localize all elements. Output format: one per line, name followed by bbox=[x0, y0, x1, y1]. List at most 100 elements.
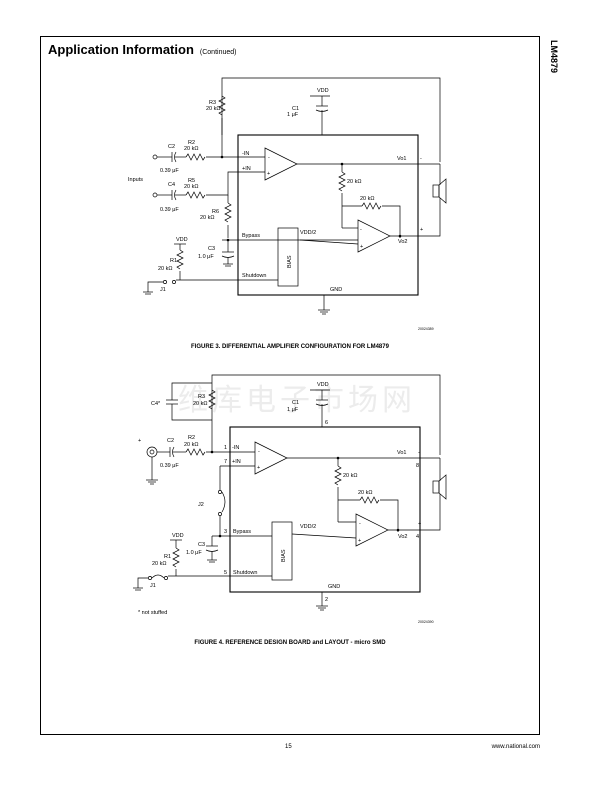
pin5-label: 5 bbox=[224, 570, 227, 576]
vo1-minus: - bbox=[420, 156, 422, 162]
r3-value: 20 kΩ bbox=[193, 401, 208, 407]
schematic-wire bbox=[221, 77, 441, 162]
bypass-label: Bypass bbox=[233, 529, 251, 535]
r6-value: 20 kΩ bbox=[200, 215, 215, 221]
feedback-resistor-2 bbox=[361, 202, 382, 210]
pin3-label: 3 bbox=[224, 529, 227, 535]
r2-resistor bbox=[185, 448, 206, 456]
c4-value: 0.39 μF bbox=[160, 207, 179, 213]
schematic-wire bbox=[171, 382, 212, 400]
r3-resistor bbox=[218, 95, 226, 116]
schematic-wire bbox=[149, 449, 155, 455]
r1-vdd-label: VDD bbox=[176, 237, 188, 243]
vdd-label: VDD bbox=[317, 382, 329, 388]
vdd2-label: VDD/2 bbox=[300, 230, 316, 236]
r2-label: R2 bbox=[188, 435, 195, 441]
r6-resistor bbox=[224, 202, 232, 223]
j1-label: J1 bbox=[150, 583, 156, 589]
schematic-wire bbox=[148, 576, 152, 580]
r1-value: 20 kΩ bbox=[152, 561, 167, 567]
page-number: 15 bbox=[285, 744, 292, 750]
figure-3-caption: FIGURE 3. DIFFERENTIAL AMPLIFIER CONFIGU… bbox=[191, 344, 389, 350]
pin1-label: 1 bbox=[224, 445, 227, 451]
schematic-label: - bbox=[258, 449, 260, 455]
schematic-wire bbox=[206, 171, 265, 196]
schematic-wire bbox=[382, 205, 401, 238]
part-number-side: LM4879 bbox=[549, 40, 559, 74]
plus-in-label: +IN bbox=[242, 166, 251, 172]
vo2-plus: + bbox=[420, 227, 423, 233]
schematic-label: + bbox=[360, 244, 363, 250]
watermark: 维库电子市场网 bbox=[178, 383, 416, 418]
schematic-wire bbox=[163, 280, 167, 284]
figure-3-ref: 20024389 bbox=[418, 327, 434, 331]
schematic-wire bbox=[220, 155, 224, 159]
vdd-label: VDD bbox=[317, 88, 329, 94]
r5-value: 20 kΩ bbox=[184, 184, 199, 190]
amplifier-1 bbox=[254, 441, 288, 475]
feedback-resistor-2 bbox=[359, 496, 380, 504]
chip-outline bbox=[229, 426, 421, 593]
schematic-wire bbox=[380, 499, 399, 532]
page-frame bbox=[40, 36, 540, 735]
r6-label: R6 bbox=[212, 209, 219, 215]
schematic-wire bbox=[172, 280, 176, 284]
input-plus: + bbox=[138, 438, 141, 444]
schematic-wire bbox=[164, 576, 168, 580]
c2-label: C2 bbox=[168, 144, 175, 150]
bias-label: BIAS bbox=[287, 255, 293, 268]
j2-label: J2 bbox=[198, 502, 204, 508]
vo2-label: Vo2 bbox=[398, 239, 407, 245]
schematic-wire bbox=[174, 189, 177, 201]
c3-label: C3 bbox=[208, 246, 215, 252]
schematic-wire bbox=[221, 491, 226, 513]
shutdown-label: Shutdown bbox=[233, 570, 257, 576]
heading-continued: (Continued) bbox=[199, 49, 237, 56]
c3-value: 1.0 μF bbox=[186, 550, 202, 556]
pin6-label: 6 bbox=[325, 420, 328, 426]
gnd-label: GND bbox=[328, 584, 340, 590]
schematic-wire bbox=[210, 450, 214, 454]
r3-value: 20 kΩ bbox=[206, 106, 221, 112]
website-link[interactable]: www.national.com bbox=[491, 744, 540, 750]
schematic-wire bbox=[211, 374, 441, 455]
r2-resistor bbox=[185, 153, 206, 161]
gnd-label: GND bbox=[330, 287, 342, 293]
input-jack bbox=[146, 446, 158, 458]
section-heading: Application Information (Continued) bbox=[48, 42, 236, 57]
figure-4-caption: FIGURE 4. REFERENCE DESIGN BOARD and LAY… bbox=[194, 640, 386, 646]
c1-value: 1 μF bbox=[287, 407, 299, 413]
vo2-label: Vo2 bbox=[398, 534, 407, 540]
schematic-wire bbox=[438, 178, 447, 204]
vo1-label: Vo1 bbox=[397, 156, 406, 162]
r2-label: R2 bbox=[188, 140, 195, 146]
schematic-wire bbox=[218, 512, 222, 516]
figure-4-ref: 20024390 bbox=[418, 620, 434, 624]
schematic-wire bbox=[137, 577, 148, 588]
schematic-label: + bbox=[257, 465, 260, 471]
not-stuffed-note: * not stuffed bbox=[138, 610, 167, 616]
bias-block bbox=[271, 521, 293, 581]
c1-label: C1 bbox=[292, 400, 299, 406]
bypass-label: Bypass bbox=[242, 233, 260, 239]
speaker-icon bbox=[432, 480, 440, 494]
pin7-label: 7 bbox=[224, 459, 227, 465]
r2-value: 20 kΩ bbox=[184, 442, 199, 448]
feedback-resistor-1 bbox=[338, 171, 346, 192]
schematic-wire bbox=[438, 474, 447, 500]
r2-value: 20 kΩ bbox=[184, 146, 199, 152]
schematic-label: - bbox=[359, 521, 361, 527]
heading-title: Application Information bbox=[48, 42, 194, 57]
schematic-wire bbox=[151, 574, 165, 579]
pin2-label: 2 bbox=[325, 597, 328, 603]
minus-in-label: -IN bbox=[242, 151, 249, 157]
vo1-minus: - bbox=[418, 450, 420, 456]
fb2-value: 20 kΩ bbox=[360, 196, 375, 202]
c4-label: C4 bbox=[168, 182, 175, 188]
c2-value: 0.39 μF bbox=[160, 463, 179, 469]
amplifier-2 bbox=[357, 219, 391, 253]
schematic-wire bbox=[171, 404, 212, 421]
vdd2-label: VDD/2 bbox=[300, 524, 316, 530]
schematic-wire bbox=[174, 151, 177, 163]
c1-value: 1 μF bbox=[287, 112, 299, 118]
